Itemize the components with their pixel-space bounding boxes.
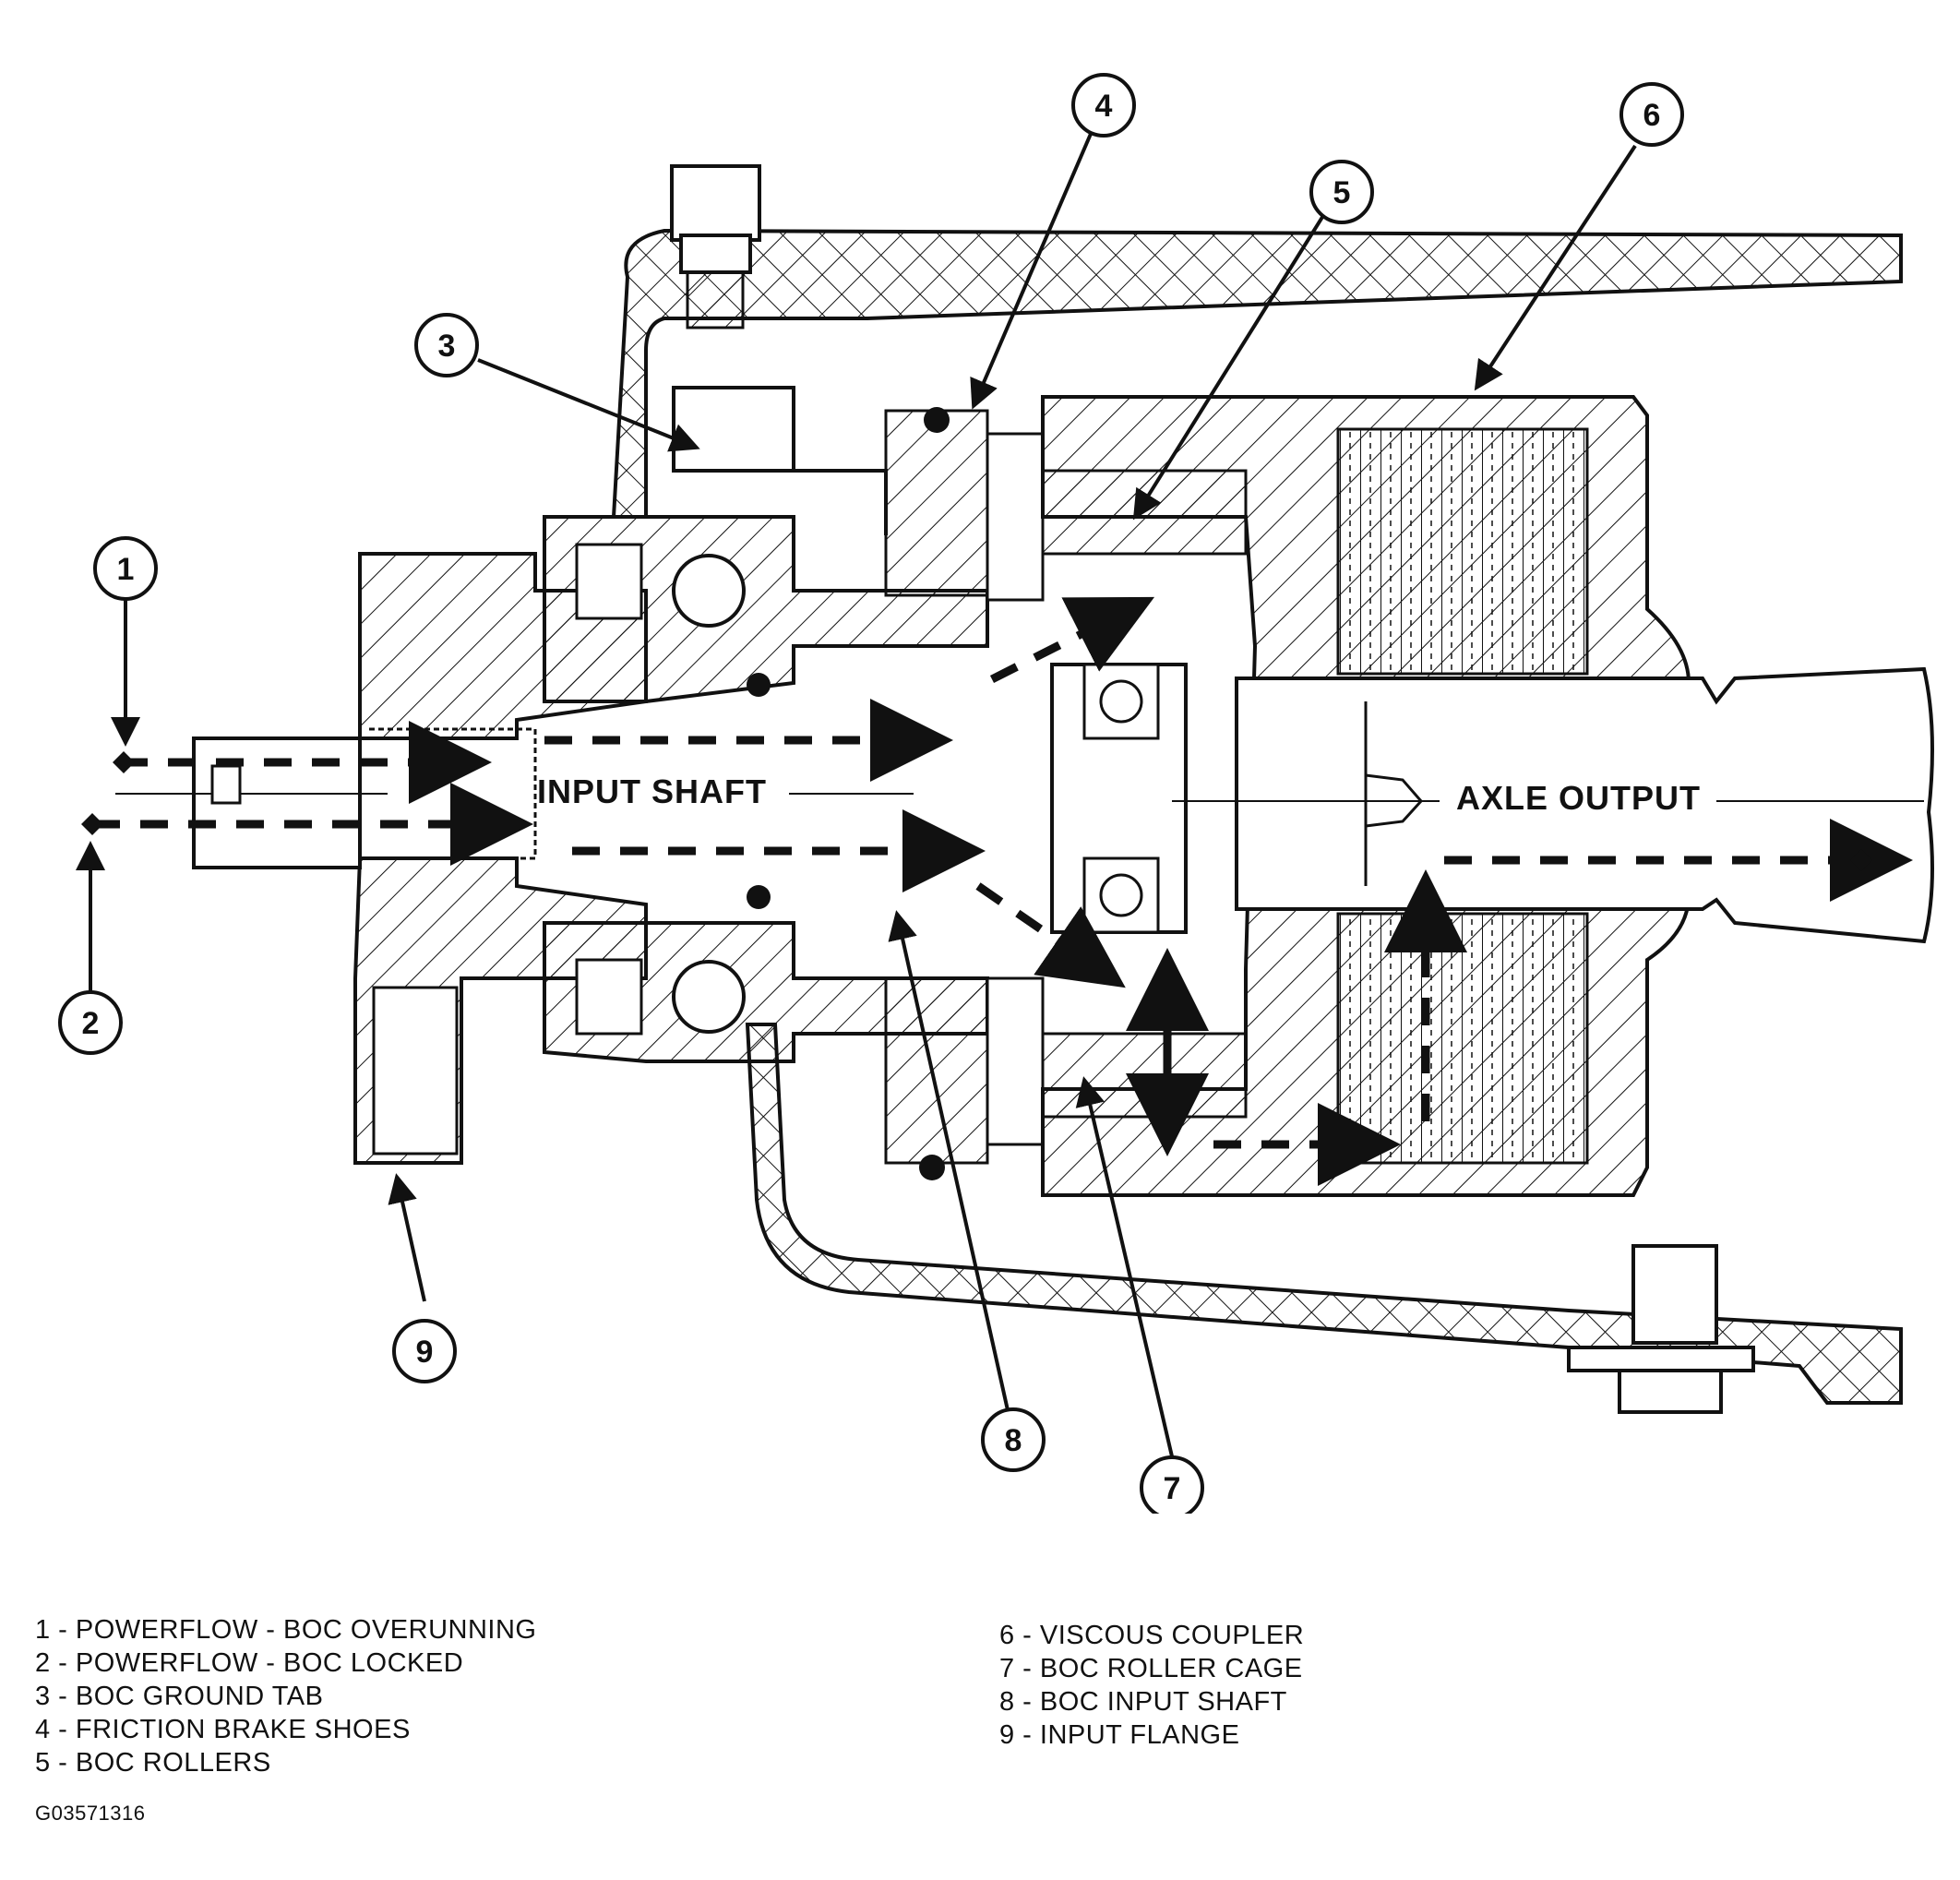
- callout-9: 9: [392, 1319, 457, 1383]
- callout-9-number: 9: [416, 1335, 434, 1370]
- legend-item: 1 - POWERFLOW - BOC OVERUNNING: [35, 1615, 537, 1645]
- powerflow-cross-section-diagram: INPUT SHAFT AXLE OUTPUT 1 2 3 4 5 6: [58, 73, 1934, 1514]
- callout-3-number: 3: [438, 329, 456, 364]
- legend-item: 4 - FRICTION BRAKE SHOES: [35, 1715, 411, 1744]
- callout-1-number: 1: [117, 552, 135, 587]
- flow-arrow: [989, 596, 1155, 684]
- legend-column-right: 6 - VISCOUS COUPLER 7 - BOC ROLLER CAGE …: [999, 1619, 1304, 1752]
- powerflow-origin-dots: [81, 751, 1872, 871]
- callout-2-number: 2: [82, 1006, 100, 1041]
- callout-1: 1: [93, 536, 158, 601]
- legend-item: 8 - BOC INPUT SHAFT: [999, 1687, 1287, 1717]
- callout-7: 7: [1140, 1455, 1204, 1514]
- callout-4: 4: [1071, 73, 1136, 138]
- flow-arrow: [975, 882, 1126, 988]
- callout-6-number: 6: [1643, 98, 1661, 133]
- callout-7-number: 7: [1164, 1471, 1181, 1506]
- legend-item: 3 - BOC GROUND TAB: [35, 1682, 324, 1711]
- legend-item: 9 - INPUT FLANGE: [999, 1720, 1240, 1750]
- callout-8-number: 8: [1005, 1423, 1022, 1458]
- callout-5: 5: [1309, 160, 1374, 224]
- callout-3: 3: [414, 313, 479, 377]
- callout-8: 8: [981, 1407, 1046, 1472]
- legend-item: 2 - POWERFLOW - BOC LOCKED: [35, 1648, 464, 1678]
- legend-column-left: 1 - POWERFLOW - BOC OVERUNNING 2 - POWER…: [35, 1613, 536, 1779]
- legend-item: 6 - VISCOUS COUPLER: [999, 1621, 1305, 1650]
- input-shaft: [115, 727, 537, 869]
- legend-item: 7 - BOC ROLLER CAGE: [999, 1654, 1303, 1683]
- callout-leaders: [76, 126, 1637, 1457]
- callout-4-number: 4: [1095, 89, 1113, 124]
- powerflow-arrows: [92, 596, 1913, 1186]
- axle-output-label: AXLE OUTPUT: [1456, 779, 1701, 817]
- legend: 1 - POWERFLOW - BOC OVERUNNING 2 - POWER…: [35, 1613, 1927, 1826]
- input-shaft-label: INPUT SHAFT: [537, 772, 767, 810]
- boc-upper-assembly: [543, 386, 1045, 703]
- outer-housing: [611, 164, 1903, 1414]
- inner-bearings: [1050, 663, 1188, 934]
- boc-lower-assembly: [543, 885, 1045, 1180]
- callout-5-number: 5: [1333, 175, 1351, 210]
- callout-2: 2: [58, 990, 123, 1055]
- callout-6: 6: [1619, 82, 1684, 147]
- figure-id: G03571316: [35, 1802, 146, 1825]
- legend-item: 5 - BOC ROLLERS: [35, 1748, 271, 1778]
